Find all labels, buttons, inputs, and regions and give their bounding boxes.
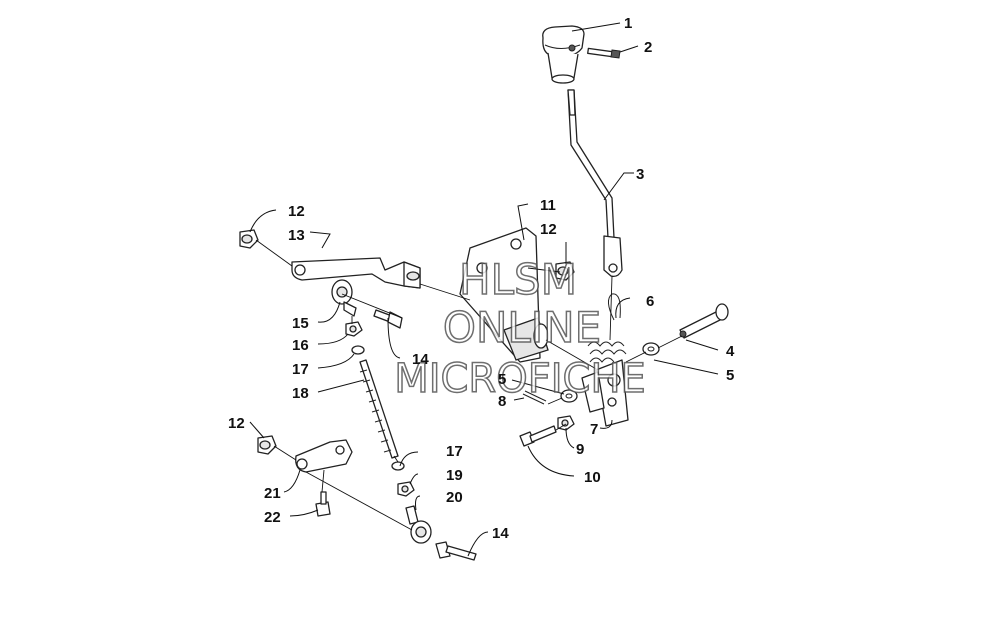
callout-12-top: 12 [288, 203, 305, 220]
leader-lines [249, 22, 719, 557]
flange-nut [239, 229, 259, 249]
callout-5-left: 5 [498, 371, 506, 388]
callout-12-bracket: 12 [540, 221, 557, 238]
washer-right [642, 342, 660, 356]
ball-joint-lower [405, 505, 432, 544]
callouts: 1 2 3 4 5 5 6 7 8 9 10 11 12 12 13 15 14… [228, 15, 735, 542]
callout-17-lower: 17 [446, 443, 463, 460]
watermark: HLSM ONLINE MICROFICHE [393, 254, 646, 403]
washer-lower [391, 461, 405, 471]
callout-13: 13 [288, 227, 305, 244]
callout-15: 15 [292, 315, 309, 332]
callout-8: 8 [498, 393, 506, 410]
callout-22: 22 [264, 509, 281, 526]
cotter-pin [522, 390, 547, 405]
callout-14-lower: 14 [492, 525, 509, 542]
callout-11: 11 [540, 197, 556, 214]
callout-6: 6 [646, 293, 654, 310]
shift-arm [291, 257, 421, 289]
callout-3: 3 [636, 166, 644, 183]
shift-knob [542, 25, 585, 84]
watermark-line1: HLSM [459, 255, 577, 304]
bracket-nut [555, 261, 575, 281]
watermark-line3: MICROFICHE [394, 356, 646, 402]
callout-10: 10 [584, 469, 601, 486]
clevis-pin [679, 303, 729, 339]
washer-left [560, 389, 578, 403]
pivot-bolt [519, 425, 557, 447]
pivot-block [581, 359, 629, 427]
threaded-rod [359, 359, 399, 459]
callout-9: 9 [576, 441, 584, 458]
lever-nut-lower [257, 435, 277, 455]
lever-screw [315, 491, 331, 517]
watermark-line2: ONLINE [443, 303, 601, 352]
callout-20: 20 [446, 489, 463, 506]
callout-16: 16 [292, 337, 309, 354]
callout-7: 7 [590, 421, 598, 438]
knob-screw [587, 47, 621, 59]
callout-1: 1 [624, 15, 632, 32]
callout-18: 18 [292, 385, 309, 402]
bracket-plate [459, 227, 549, 363]
shift-lever [567, 89, 623, 278]
callout-4: 4 [726, 343, 735, 360]
assembly-lines [255, 239, 683, 531]
callout-2: 2 [644, 39, 652, 56]
lock-nut-right [557, 415, 575, 431]
ball-joint-bolt-lower [435, 541, 477, 561]
jam-nut-upper [345, 321, 363, 337]
callout-14-upper: 14 [412, 351, 429, 368]
lower-lever [295, 439, 353, 473]
jam-nut-lower [397, 481, 415, 497]
callout-5-right: 5 [726, 367, 734, 384]
callout-19: 19 [446, 467, 463, 484]
callout-21: 21 [264, 485, 281, 502]
washer-upper [351, 345, 365, 355]
return-spring [587, 293, 627, 363]
ball-joint-upper [331, 279, 357, 317]
callout-17-upper: 17 [292, 361, 309, 378]
callout-12-lower: 12 [228, 415, 245, 432]
